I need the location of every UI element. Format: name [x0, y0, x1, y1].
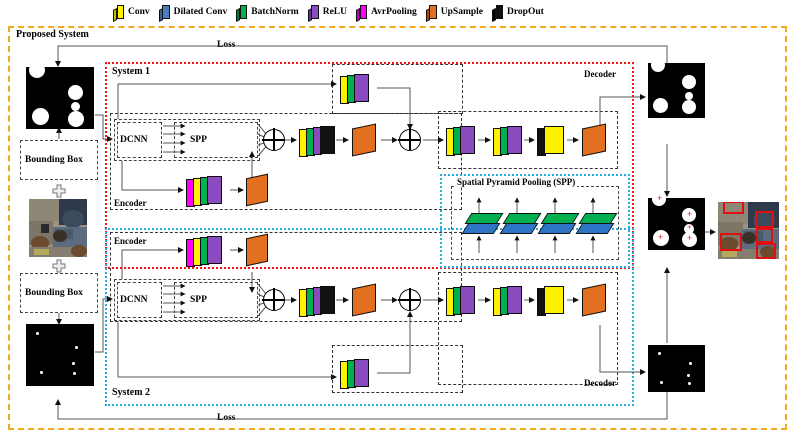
- legend-label: UpSample: [440, 7, 483, 17]
- system1-frame: [105, 62, 634, 269]
- sum-operator-2b: [398, 288, 421, 311]
- spp1-label: SPP: [190, 135, 207, 145]
- loss-top-label: Loss: [214, 40, 239, 50]
- dilated-conv-block-icon: [158, 4, 170, 22]
- upsample-block-icon: [425, 4, 437, 22]
- upsample2a-sheet: [246, 233, 268, 267]
- upsample1a-sheet: [246, 173, 268, 207]
- avrpooling-block-icon: [356, 4, 368, 22]
- sum-operator-1a: [262, 128, 285, 151]
- legend-item-relu: ReLU: [307, 4, 348, 22]
- decoder2-label: Decoder: [584, 378, 616, 388]
- source-photo-input: [29, 199, 87, 257]
- encoder1-box: [110, 113, 462, 210]
- bounding-box-top-label: Bounding Box: [25, 155, 83, 165]
- upsample1b-sheet: [352, 123, 376, 157]
- legend-item-dropout: DropOut: [492, 4, 544, 22]
- dcnn-spp1-box: [114, 119, 260, 161]
- plus-icon-top: [52, 184, 66, 198]
- decoder1-label: Decoder: [584, 69, 616, 79]
- segmentation-mask-input: [26, 62, 94, 129]
- system2-frame: [105, 228, 634, 406]
- bounding-box-top-frame: [20, 140, 98, 180]
- keypoint-mask-output: [648, 345, 705, 392]
- legend: Conv Dilated Conv BatchNorm ReLU: [113, 3, 683, 22]
- system2-title: System 2: [112, 387, 151, 398]
- plus-icon-bottom: [52, 259, 66, 273]
- proposed-system-frame: [8, 26, 787, 430]
- upsample2b-sheet: [352, 283, 376, 317]
- spp-detail-title: Spatial Pyramid Pooling (SPP): [455, 177, 578, 187]
- dropout-block-icon: [492, 4, 503, 22]
- dcnn2-box: [117, 282, 162, 318]
- segmentation-mask-output: [648, 58, 705, 118]
- legend-item-avrpooling: AvrPooling: [356, 4, 417, 22]
- spp2-box: [174, 282, 258, 318]
- legend-item-upsample: UpSample: [425, 4, 483, 22]
- encoder1-label: Encoder: [114, 198, 147, 208]
- upsample2c-sheet: [582, 283, 606, 317]
- keypoint-mask-input: [26, 324, 94, 386]
- relu-block-icon: [307, 4, 319, 22]
- legend-label: Dilated Conv: [173, 7, 228, 17]
- batchnorm-block-icon: [236, 4, 248, 22]
- bounding-box-bottom-frame: [20, 273, 98, 313]
- proposed-system-title: Proposed System: [16, 29, 89, 40]
- legend-item-conv: Conv: [113, 4, 150, 22]
- decoder2-box: [438, 272, 618, 385]
- legend-label: Conv: [128, 7, 150, 17]
- conv-block-icon: [113, 4, 124, 22]
- dcnn1-box: [117, 122, 162, 158]
- dcnn2-label: DCNN: [120, 295, 148, 305]
- sum-operator-1b: [398, 128, 421, 151]
- loss-bottom-label: Loss: [214, 413, 239, 423]
- final-detection-image: [718, 202, 779, 259]
- spp1-box: [174, 122, 258, 158]
- sum-operator-2a: [262, 288, 285, 311]
- legend-label: BatchNorm: [251, 7, 299, 17]
- dcnn1-label: DCNN: [120, 135, 148, 145]
- legend-label: ReLU: [322, 7, 348, 17]
- encoder2-label: Encoder: [114, 236, 147, 246]
- legend-label: DropOut: [507, 7, 544, 17]
- legend-item-dilated-conv: Dilated Conv: [158, 4, 228, 22]
- dcnn-spp2-box: [114, 279, 260, 321]
- skip1-box: [332, 64, 463, 114]
- fused-mask-output: + + + + +: [648, 192, 705, 250]
- encoder2-box: [110, 232, 462, 322]
- legend-label: AvrPooling: [371, 7, 417, 17]
- spp2-label: SPP: [190, 295, 207, 305]
- bounding-box-bottom-label: Bounding Box: [25, 288, 83, 298]
- upsample1c-sheet: [582, 123, 606, 157]
- system1-title: System 1: [112, 66, 151, 77]
- legend-item-batchnorm: BatchNorm: [236, 4, 299, 22]
- spp-detail-frame: [440, 174, 630, 268]
- skip2-box: [332, 345, 463, 393]
